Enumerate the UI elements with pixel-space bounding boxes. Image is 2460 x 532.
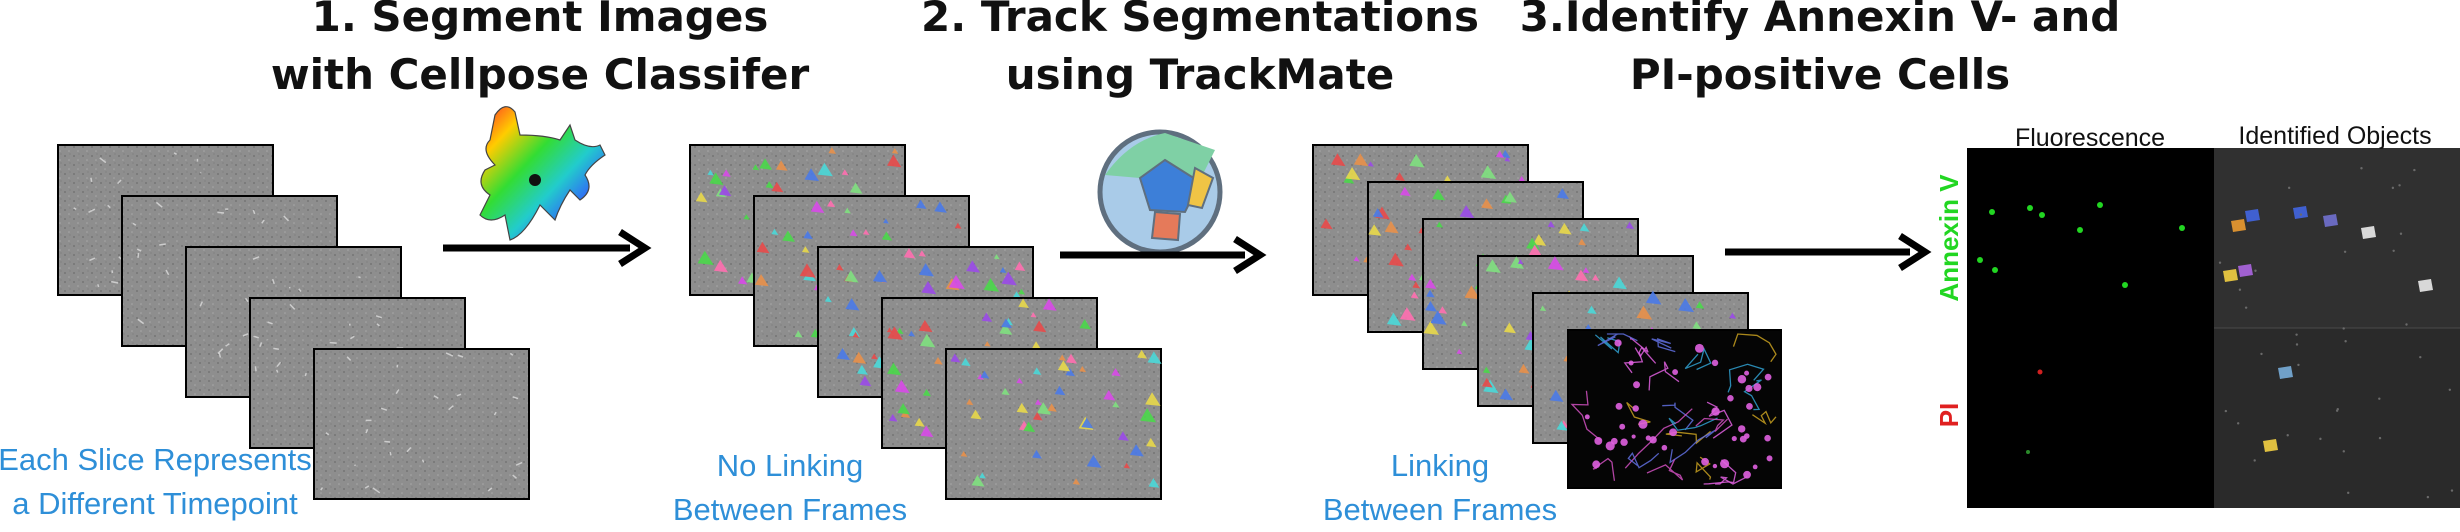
- step3-caption-line2: Between Frames: [1290, 488, 1590, 532]
- fluorescence-column-label: Fluorescence: [2015, 124, 2165, 152]
- track-overlay-image: [1568, 330, 1781, 488]
- arrow-right-icon: [443, 232, 645, 264]
- step2-caption: No Linking Between Frames: [640, 444, 940, 532]
- step3-caption-line1: Linking: [1290, 444, 1590, 488]
- arrow-right-icon: [1725, 236, 1925, 268]
- step2-caption-line1: No Linking: [640, 444, 940, 488]
- pi-row-label: PI: [1934, 403, 1964, 428]
- identified-objects-column-label: Identified Objects: [2238, 122, 2431, 150]
- step2-caption-line2: Between Frames: [640, 488, 940, 532]
- step3-caption: Linking Between Frames: [1290, 444, 1590, 532]
- image-frame: [946, 349, 1162, 499]
- step1-caption: Each Slice Represents a Different Timepo…: [0, 438, 320, 526]
- step1-caption-line1: Each Slice Represents: [0, 438, 320, 482]
- annexin-row-label: Annexin V: [1934, 174, 1964, 302]
- cellpose-logo-icon: [480, 107, 605, 240]
- image-frame: [314, 349, 529, 499]
- step1-caption-line2: a Different Timepoint: [0, 482, 320, 526]
- results-panel: Fluorescence Identified Objects Annexin …: [1934, 122, 2460, 508]
- trackmate-logo-icon: [1100, 132, 1220, 252]
